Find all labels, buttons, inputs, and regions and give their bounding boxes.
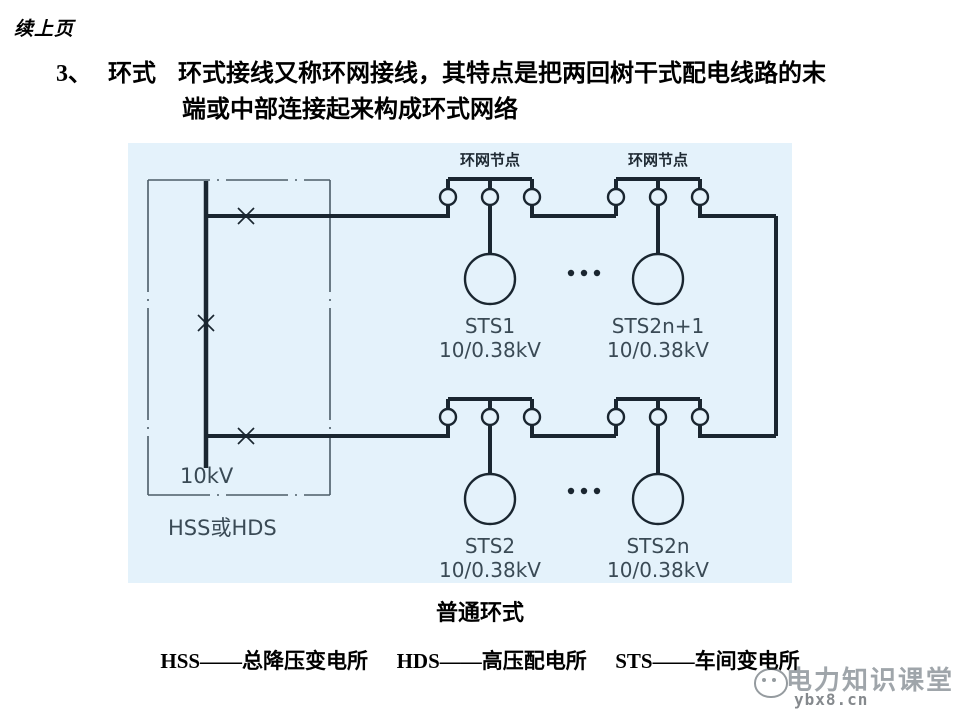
legend-entry-hss: HSS——总降压变电所 [160, 649, 369, 673]
ring-switch-1-center [480, 187, 500, 207]
ring-node-3 [438, 397, 616, 475]
watermark-url: ybx8.cn [794, 690, 869, 709]
disconnector-upper-feeder [237, 207, 255, 225]
ellipsis-upper-row [567, 269, 601, 277]
ring-switch-3-right [522, 407, 542, 427]
lower-feeder-line [206, 423, 450, 438]
heading-term: 环式 [108, 61, 156, 87]
ring-switch-4-center [648, 407, 668, 427]
ring-switch-1-right [522, 187, 542, 207]
transformer-sts2n-rating: 10/0.38kV [607, 558, 709, 582]
ring-switch-4-right [690, 407, 710, 427]
ring-switch-3-center [480, 407, 500, 427]
disconnector-lower-feeder [237, 427, 255, 445]
ring-node-2 [606, 177, 776, 255]
legend-entry-sts: STS——车间变电所 [615, 649, 800, 673]
ring-switch-2-center [648, 187, 668, 207]
ring-node-4 [606, 397, 776, 475]
ring-switch-2-left [606, 187, 626, 207]
upper-feeder-line [206, 203, 450, 218]
ring-node-2-label: 环网节点 [628, 151, 688, 169]
ring-switch-2-right [690, 187, 710, 207]
transformer-sts2n-name: STS2n [626, 534, 689, 558]
heading-block: 3、环式环式接线又称环网接线，其特点是把两回树干式配电线路的末 端或中部连接起来… [56, 56, 926, 128]
heading-body-line-2: 端或中部连接起来构成环式网络 [182, 97, 518, 123]
ring-node-1 [438, 177, 616, 255]
ring-network-schematic: 环网节点 STS1 10/0.38kV 环网节点 STS2n+1 [147, 151, 778, 582]
transformer-sts1-rating: 10/0.38kV [439, 338, 541, 362]
figure-caption: 普通环式 [435, 600, 524, 625]
transformer-symbol-sts2n1 [631, 252, 685, 306]
heading-body-line-1: 环式接线又称环网接线，其特点是把两回树干式配电线路的末 [178, 61, 826, 87]
ellipsis-lower-row [567, 487, 601, 495]
ring-switch-3-left [438, 407, 458, 427]
transformer-sts2n1-name: STS2n+1 [612, 314, 705, 338]
continued-from-previous-page-marker: 续上页 [14, 19, 75, 40]
transformer-symbol-sts2 [463, 472, 517, 526]
ring-switch-4-left [606, 407, 626, 427]
transformer-sts2-rating: 10/0.38kV [439, 558, 541, 582]
substation-name-label: HSS或HDS [168, 516, 277, 540]
transformer-symbol-sts2n [631, 472, 685, 526]
abbreviation-legend: HSS——总降压变电所 HDS——高压配电所 STS——车间变电所 [0, 645, 960, 675]
substation-enclosure-boundary [147, 179, 331, 496]
transformer-symbol-sts1 [463, 252, 517, 306]
heading-number: 3、 [56, 61, 92, 87]
legend-entry-hds: HDS——高压配电所 [396, 649, 587, 673]
disconnector-marks [197, 207, 255, 445]
transformer-sts2-name: STS2 [465, 534, 515, 558]
transformer-sts2n1-rating: 10/0.38kV [607, 338, 709, 362]
ring-switch-1-left [438, 187, 458, 207]
busbar-voltage-label: 10kV [180, 464, 234, 488]
disconnector-busbar-mid [197, 314, 215, 332]
ring-node-1-label: 环网节点 [460, 151, 520, 169]
ring-network-diagram-panel: 环网节点 STS1 10/0.38kV 环网节点 STS2n+1 [128, 143, 792, 583]
transformer-sts1-name: STS1 [465, 314, 515, 338]
